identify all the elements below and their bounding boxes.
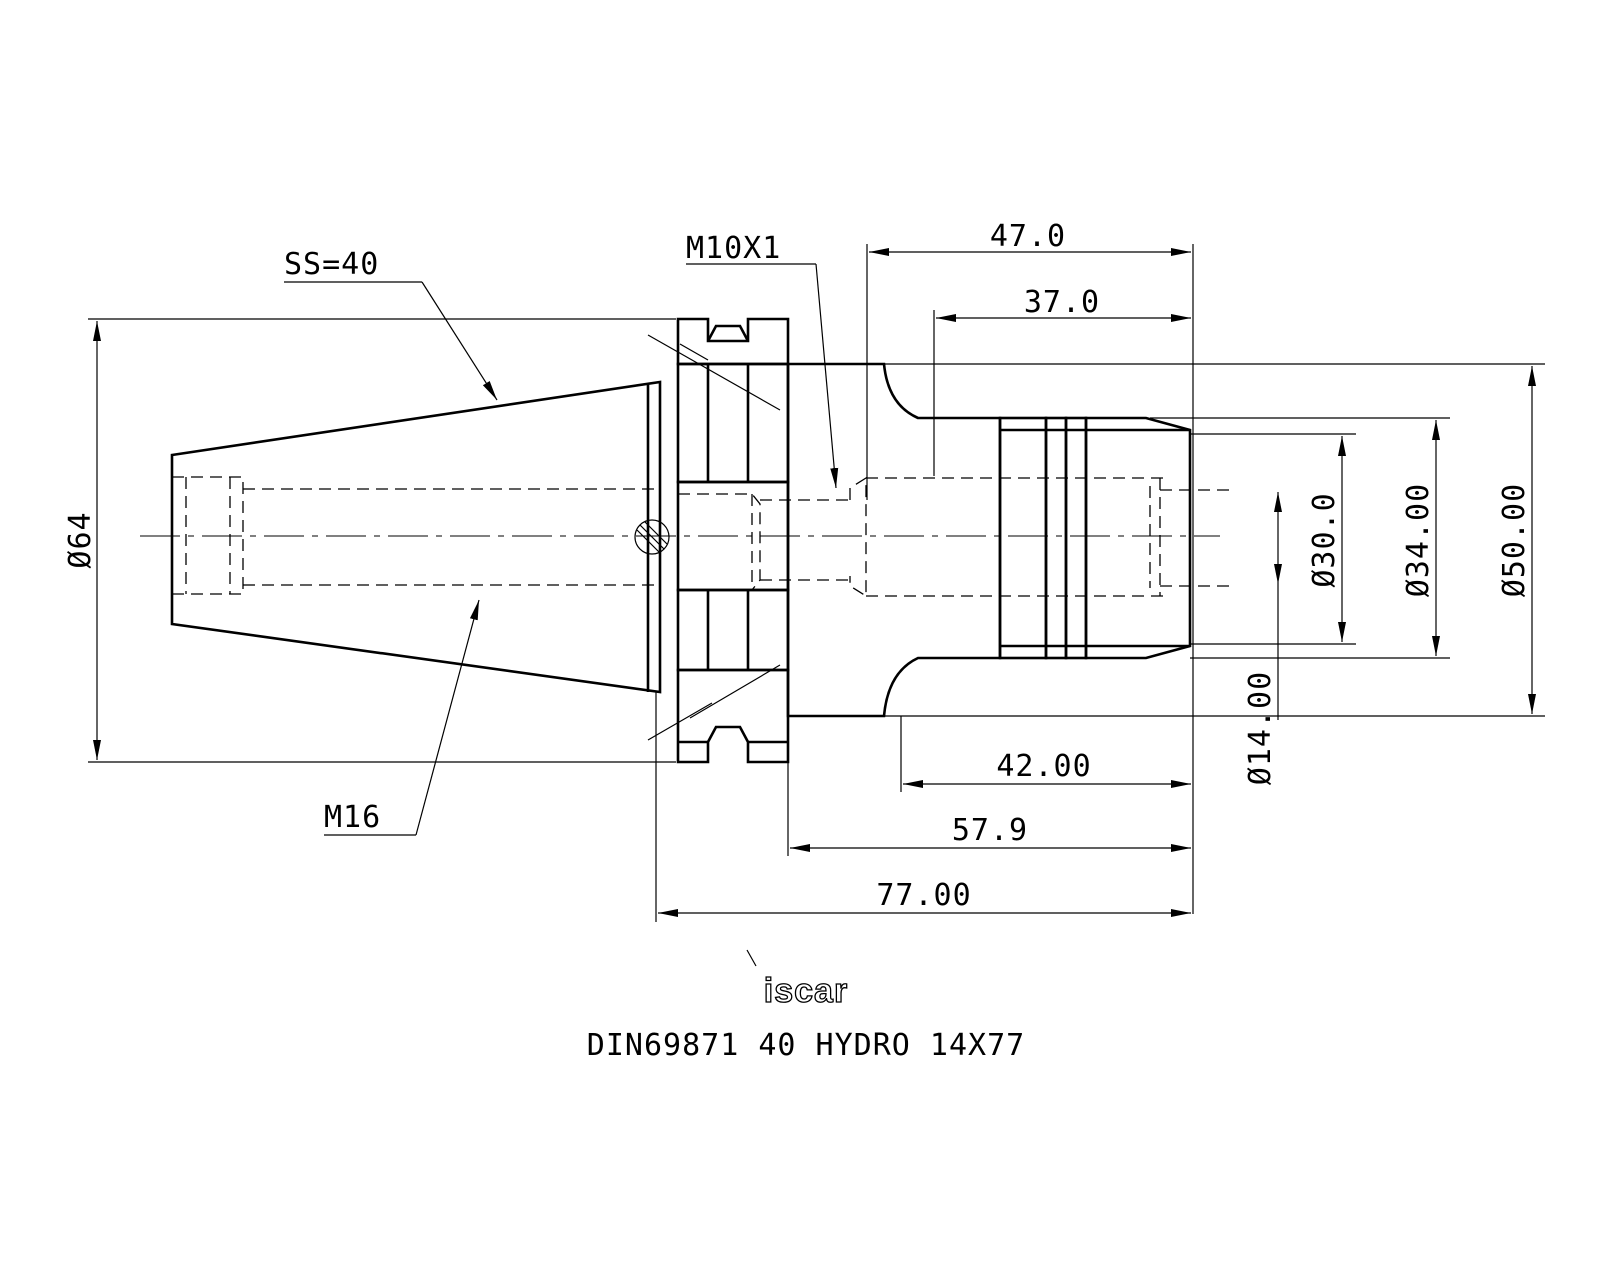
svg-text:iscar: iscar xyxy=(764,972,848,1010)
hydro-sleeve xyxy=(998,416,1230,660)
dim-diameter-50: Ø50.00 xyxy=(1497,483,1532,597)
brand-logo: iscar xyxy=(746,949,848,1011)
dim-length-77: 77.00 xyxy=(876,878,971,913)
dim-diameter-64: Ø64 xyxy=(63,511,98,568)
dim-diameter-30: Ø30.0 xyxy=(1307,492,1342,587)
callout-thread-top: M10X1 xyxy=(686,231,781,266)
callout-taper: SS=40 xyxy=(284,247,379,282)
dim-length-47: 47.0 xyxy=(990,219,1066,254)
drawing-title: DIN69871 40 HYDRO 14X77 xyxy=(587,1028,1025,1063)
dim-diameter-14: Ø14.00 xyxy=(1243,671,1278,785)
dimension-geometry xyxy=(88,244,1545,922)
dim-length-57-9: 57.9 xyxy=(952,813,1028,848)
dim-length-37: 37.0 xyxy=(1024,285,1100,320)
cross-hole-symbol xyxy=(634,519,670,555)
taper-shank xyxy=(170,380,662,694)
dim-length-42: 42.00 xyxy=(996,749,1091,784)
dim-diameter-34: Ø34.00 xyxy=(1401,483,1436,597)
callout-thread-bottom: M16 xyxy=(324,800,381,835)
